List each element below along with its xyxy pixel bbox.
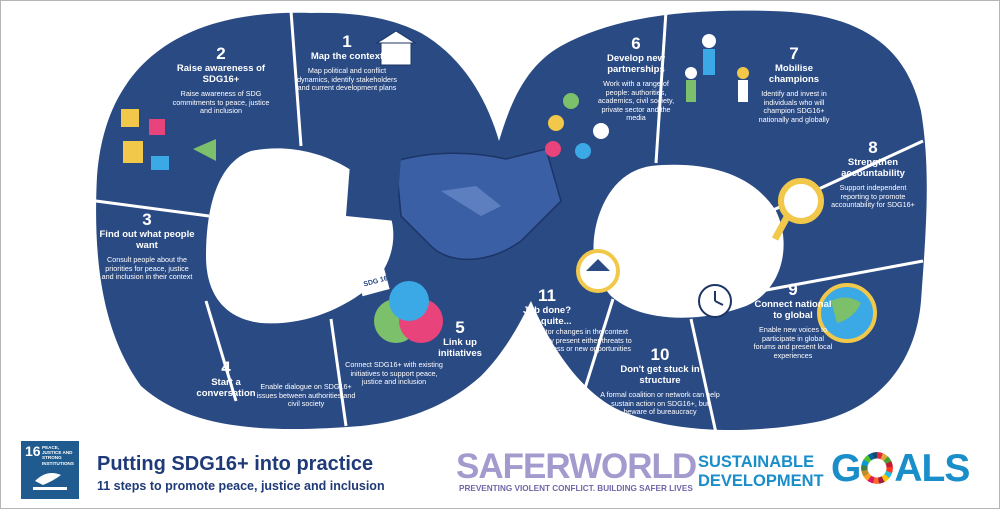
left-hole	[206, 148, 394, 324]
dove-icon	[33, 473, 67, 490]
step-7: 7 Mobilise champions Identify and invest…	[749, 45, 839, 124]
step-number: 8	[868, 138, 878, 157]
step-desc: Enable dialogue on SDG16+ issues between…	[256, 382, 356, 409]
step-1: 1 Map the context Map political and conf…	[297, 33, 397, 93]
crowd-icon	[685, 34, 749, 102]
step-title: Connect national to global	[754, 299, 832, 321]
clock-icon	[698, 284, 732, 318]
page-subtitle: 11 steps to promote peace, justice and i…	[97, 479, 385, 493]
sdg16-tag-icon: SDG 16	[356, 265, 390, 297]
saferworld-tagline: PREVENTING VIOLENT CONFLICT. BUILDING SA…	[459, 484, 693, 493]
sdg16-logo: 16 PEACE, JUSTICE AND STRONG INSTITUTION…	[21, 441, 79, 499]
step-5: 5 Link up initiatives	[429, 318, 491, 360]
step-title: Map the context	[310, 51, 384, 62]
step-desc: Raise awareness of SDG commitments to pe…	[172, 89, 270, 116]
step-desc: Map political and conflict dynamics, ide…	[297, 66, 397, 93]
step-8: 8 Strengthen accountability Support inde…	[831, 139, 915, 210]
step-title: Link up initiatives	[438, 337, 482, 359]
step-desc: Enable new voices to participate in glob…	[753, 325, 833, 360]
step-desc: Work with a range of people: authorities…	[597, 79, 675, 123]
step-title: Develop new partnerships	[606, 53, 666, 75]
step-number: 4	[221, 358, 231, 377]
infinity-loop: SDG 16	[95, 10, 927, 434]
step-title: Raise awareness of SDG16+	[176, 63, 266, 85]
goals-g: G	[831, 447, 861, 490]
step-5-desc: Connect SDG16+ with existing initiatives…	[345, 356, 443, 387]
globe-icon	[817, 283, 877, 343]
goals-als: ALS	[894, 447, 970, 490]
step-desc: Support independent reporting to promote…	[831, 183, 915, 210]
step-number: 3	[142, 210, 152, 229]
step-title: Don't get stuck in structure	[620, 364, 700, 386]
step-number: 7	[789, 44, 799, 63]
step-number: 9	[788, 280, 798, 299]
step-number: 11	[538, 286, 556, 305]
step-number: 10	[650, 345, 670, 364]
step-desc: Monitor changes in the context that may …	[526, 327, 632, 354]
step-2: 2 Raise awareness of SDG16+ Raise awaren…	[171, 45, 271, 116]
step-desc: A formal coalition or network can help s…	[600, 390, 720, 417]
partners-network-icon	[545, 93, 609, 159]
right-hole	[593, 164, 784, 318]
step-9: 9 Connect national to global Enable new …	[751, 281, 835, 360]
step-4-desc: Enable dialogue on SDG16+ issues between…	[256, 378, 356, 409]
sdg-logo-line1: SUSTAINABLE	[698, 453, 815, 471]
step-desc: Identify and invest in individuals who w…	[758, 89, 830, 124]
goals-logo: G ALS	[831, 447, 970, 491]
step-10: 10 Don't get stuck in structure A formal…	[599, 346, 721, 417]
sdg16-number: 16	[25, 443, 41, 459]
step-title: Find out what people want	[99, 229, 195, 251]
step-3: 3 Find out what people want Consult peop…	[99, 211, 195, 282]
step-title: Strengthen accountability	[841, 157, 905, 179]
sdg-logo-line2: DEVELOPMENT	[698, 472, 824, 490]
step-number: 6	[631, 34, 641, 53]
megaphone-icon	[193, 139, 216, 161]
magnifier-icon	[771, 178, 824, 241]
step-number: 5	[455, 318, 465, 337]
step-11-desc: Monitor changes in the context that may …	[526, 323, 632, 354]
stopwatch-icon	[576, 249, 620, 293]
page-title: Putting SDG16+ into practice	[97, 453, 374, 475]
step-desc: Consult people about the priorities for …	[101, 255, 193, 282]
saferworld-logo: SAFERWORLD	[456, 447, 697, 486]
step-6: 6 Develop new partnerships Work with a r…	[591, 35, 681, 123]
step-title: Job done? Not quite...	[522, 305, 572, 327]
step-4: 4 Start a conversation	[189, 358, 263, 400]
step-number: 1	[342, 32, 352, 51]
handshake-icon	[346, 148, 562, 261]
social-media-icon	[121, 109, 169, 170]
sdg-wheel-icon	[861, 452, 894, 484]
step-title: Mobilise champions	[768, 63, 820, 85]
courthouse-icon	[375, 30, 417, 66]
step-desc: Connect SDG16+ with existing initiatives…	[345, 360, 443, 387]
step-title: Start a conversation	[196, 377, 256, 399]
step-number: 2	[216, 44, 226, 63]
puzzle-icon	[374, 281, 443, 343]
sdg16-text: PEACE, JUSTICE AND STRONG INSTITUTIONS	[42, 445, 74, 466]
step-11: 11 Job done? Not quite...	[517, 286, 577, 328]
